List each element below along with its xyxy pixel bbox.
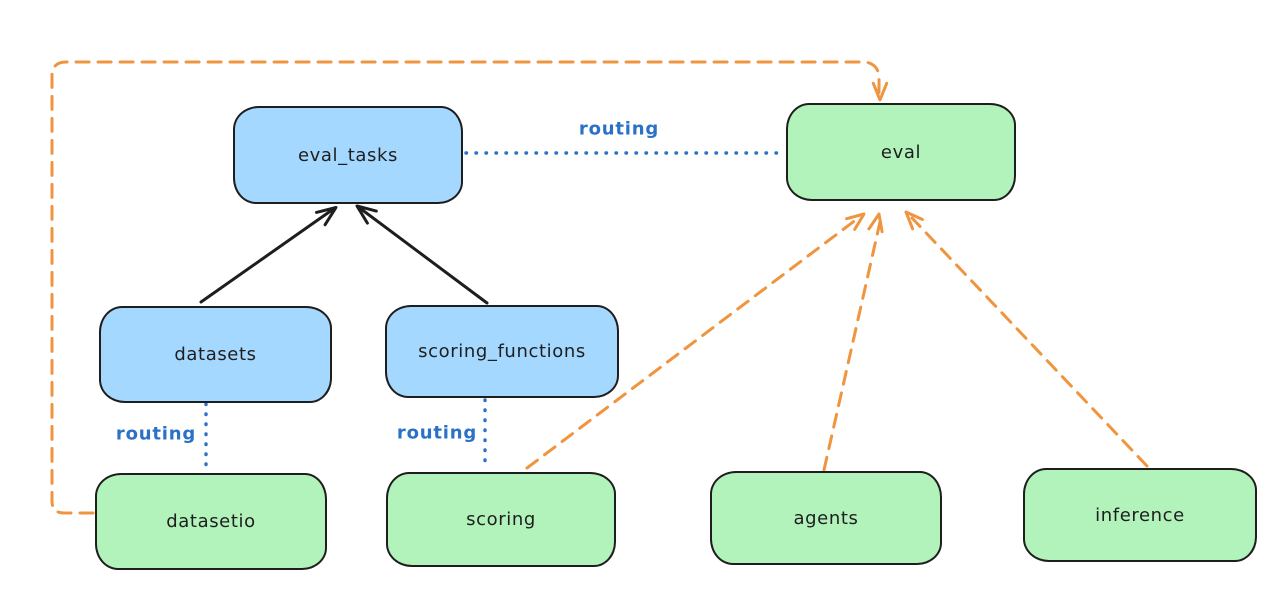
node-scoring-functions: scoring_functions: [385, 305, 619, 398]
node-eval-label: eval: [880, 141, 922, 163]
node-scoring-label: scoring: [466, 509, 536, 530]
node-eval: eval: [786, 103, 1016, 201]
node-scoring: scoring: [386, 472, 616, 567]
node-datasets-label: datasets: [174, 344, 257, 365]
edge-datasets-to-eval-tasks: [199, 206, 338, 304]
node-eval-tasks: eval_tasks: [233, 106, 463, 204]
node-inference: inference: [1023, 468, 1257, 562]
node-agents: agents: [710, 471, 942, 565]
routing-label-eval-tasks-eval: routing: [578, 118, 660, 140]
node-agents-label: agents: [793, 507, 859, 529]
edge-agents-to-eval: [822, 212, 884, 472]
edge-scoring-functions-to-eval-tasks: [355, 204, 489, 305]
routing-label-scoring-functions-scoring: routing: [396, 422, 478, 444]
edge-scoring-to-eval: [525, 212, 866, 470]
node-eval-tasks-label: eval_tasks: [297, 144, 399, 166]
node-datasetio-label: datasetio: [166, 511, 256, 532]
node-scoring-functions-label: scoring_functions: [418, 341, 586, 362]
node-datasets: datasets: [99, 306, 332, 403]
routing-label-datasets-datasetio: routing: [115, 423, 197, 445]
node-datasetio: datasetio: [95, 473, 327, 570]
node-inference-label: inference: [1095, 504, 1185, 526]
edge-inference-to-eval: [904, 210, 1149, 468]
edge-datasetio-to-eval: [50, 60, 889, 515]
